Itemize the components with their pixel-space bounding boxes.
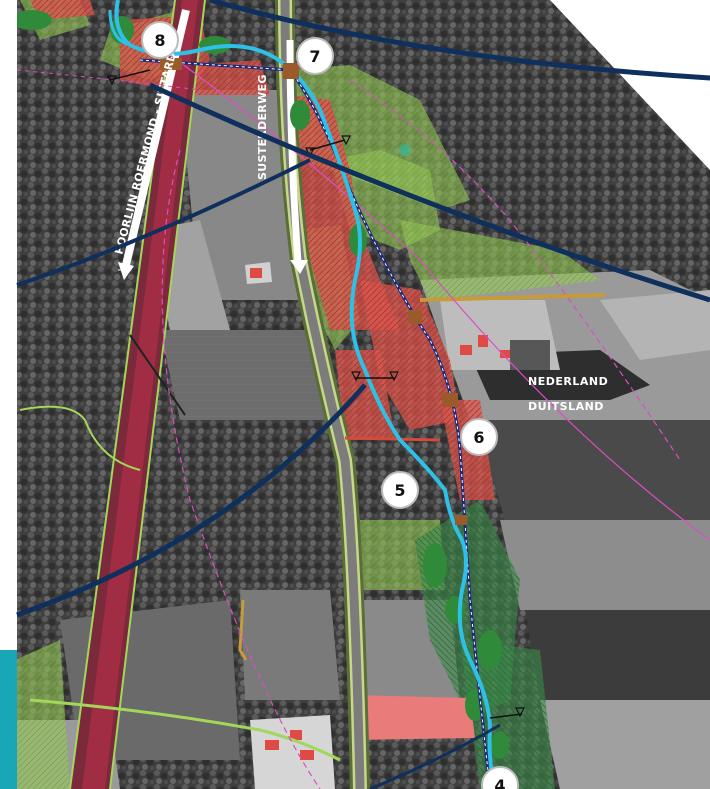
teal-corner-accent (0, 650, 17, 789)
marker-7-label: 7 (309, 47, 320, 66)
leader-curve-mid (148, 82, 710, 303)
river-line (114, 0, 497, 789)
marker-7[interactable]: 7 (296, 37, 334, 75)
marker-5-label: 5 (394, 481, 405, 500)
country-label-duitsland: DUITSLAND (528, 400, 604, 413)
marker-8[interactable]: 8 (141, 21, 179, 59)
leader-curve-bottom (369, 723, 501, 789)
leader-curve-left-1 (16, 158, 311, 287)
marker-5[interactable]: 5 (381, 471, 419, 509)
marker-6-label: 6 (473, 428, 484, 447)
country-label-nederland: NEDERLAND (528, 375, 608, 388)
leader-curve-top (209, 0, 710, 81)
leader-curve-left-2 (16, 383, 367, 618)
marker-8-label: 8 (154, 31, 165, 50)
marker-6[interactable]: 6 (460, 418, 498, 456)
marker-4-label: 4 (494, 776, 505, 789)
susterderweg-label: SUSTERDERWEG (256, 74, 269, 180)
marker-4[interactable]: 4 (481, 766, 519, 789)
